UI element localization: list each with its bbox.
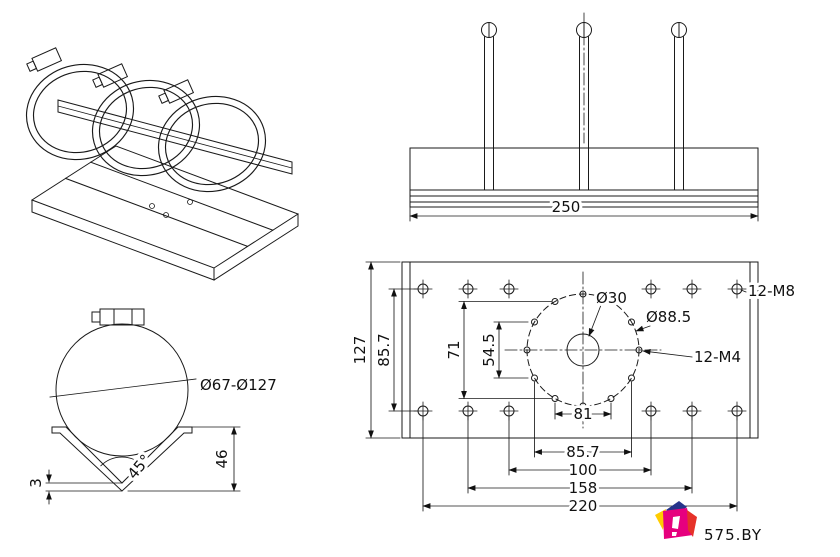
clamp-screw-housing-icon (26, 47, 63, 72)
hose-clamp-ring-2 (91, 63, 201, 177)
stud-bolt-1 (481, 22, 497, 191)
clamp-screw-housing-icon (92, 63, 129, 88)
dim-3-label: 3 (27, 478, 45, 488)
angle-arc (100, 456, 144, 467)
dim-81-label: 81 (573, 405, 592, 423)
dim-250-label: 250 (552, 198, 581, 216)
dimension-85-7: 85.7 (533, 381, 633, 464)
dimension-85-7-vertical: 85.7 (372, 288, 418, 412)
dimension-220: 220 (422, 416, 738, 518)
hose-clamp-ring-1 (25, 47, 135, 161)
clamp-circle (55, 323, 189, 457)
leader-12-m8: 12-M8 (740, 279, 798, 303)
dim-158-label: 158 (569, 479, 598, 497)
dimension-71: 71 (442, 300, 552, 400)
dim-71-label: 71 (445, 340, 463, 359)
leader-d30: Ø30 (588, 286, 630, 337)
v-bracket-legs (51, 426, 193, 492)
hose-clamp-ring-3 (157, 79, 267, 193)
dimension-158: 158 (467, 416, 693, 500)
dim-127-label: 127 (351, 336, 369, 365)
logo: 575.BY (655, 501, 762, 544)
clamp-screw-housing-icon (158, 79, 195, 104)
dim-85-7v-label: 85.7 (375, 333, 393, 366)
leader-12-m4: 12-M4 (642, 345, 744, 369)
dim-12-m4-label: 12-M4 (694, 348, 741, 366)
dimension-46: 46 (127, 426, 241, 492)
dim-85-7-label: 85.7 (566, 443, 599, 461)
dimension-100: 100 (508, 416, 652, 482)
dim-d88-5-label: Ø88.5 (646, 308, 691, 326)
leader-d88-5: Ø88.5 (635, 305, 694, 332)
dim-100-label: 100 (569, 461, 598, 479)
dim-12-m8-label: 12-M8 (748, 282, 795, 300)
dim-220-label: 220 (569, 497, 598, 515)
logo-text: 575.BY (704, 526, 762, 544)
dimension-3: 3 (24, 469, 123, 505)
side-view: Ø67-Ø127 45° 3 46 (24, 308, 280, 505)
dimension-250: 250 (409, 195, 759, 222)
clamp-screw-housing-icon (91, 308, 145, 326)
dim-46-label: 46 (213, 449, 231, 468)
isometric-view (25, 47, 300, 281)
dim-d30-label: Ø30 (596, 289, 627, 307)
m8-holes (413, 279, 747, 421)
bag-logo-icon (655, 501, 697, 539)
stud-bolt-3 (671, 22, 687, 191)
bracket-base-plate (30, 145, 300, 281)
front-view: 250 (409, 12, 759, 222)
dimension-127: 127 (348, 261, 401, 439)
bracket-upper-strip (57, 99, 293, 175)
dim-54-5-label: 54.5 (480, 333, 498, 366)
centerlines (504, 271, 662, 429)
dim-diameter-range-label: Ø67-Ø127 (200, 376, 277, 394)
diameter-line (49, 378, 197, 398)
plan-view: Ø30 Ø88.5 12-M4 12-M8 127 85.7 71 (348, 261, 798, 518)
dimension-81: 81 (554, 402, 612, 426)
dimension-54-5: 54.5 (477, 321, 529, 379)
